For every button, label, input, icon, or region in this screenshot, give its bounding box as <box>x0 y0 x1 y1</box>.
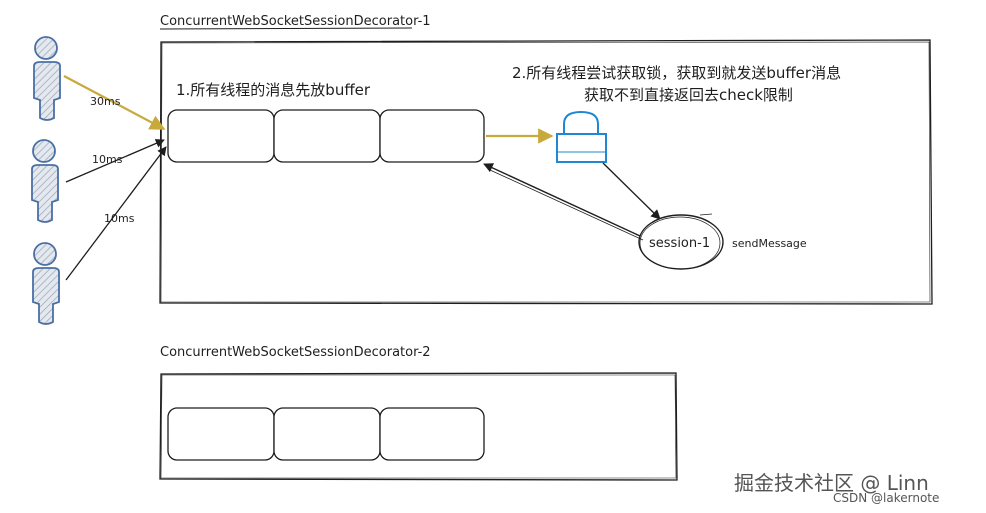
person-icon <box>32 242 60 325</box>
person-icon <box>31 139 59 223</box>
buffer-1-slot-3 <box>379 109 485 163</box>
watermark-primary: 掘金技术社区 @ Linn <box>734 471 929 495</box>
thread-2: 10ms <box>31 139 165 223</box>
arrow-thread-1 <box>63 75 166 130</box>
buffer-2-slot-1 <box>167 407 275 461</box>
lock-icon <box>556 110 607 163</box>
person-icon <box>33 36 61 121</box>
buffer-2-slot-2 <box>273 407 381 461</box>
buffer-1-slot-2 <box>273 109 381 163</box>
session-label: session-1 <box>649 236 710 251</box>
note-step-1: 1.所有线程的消息先放buffer <box>176 81 371 99</box>
container-1-title-underline <box>159 27 413 30</box>
container-1-border <box>159 39 933 305</box>
container-1-title: ConcurrentWebSocketSessionDecorator-1 <box>160 14 431 29</box>
buffer-1-slot-1 <box>167 109 275 163</box>
thread-3: 10ms <box>32 146 167 325</box>
thread-1: 30ms <box>33 36 166 130</box>
buffer-1 <box>167 109 485 163</box>
container-2-border <box>159 372 678 481</box>
watermark-secondary: CSDN @lakernote <box>833 491 939 505</box>
container-decorator-1: ConcurrentWebSocketSessionDecorator-1 1.… <box>159 14 933 305</box>
buffer-2-slot-3 <box>379 407 485 461</box>
container-2-title: ConcurrentWebSocketSessionDecorator-2 <box>160 345 431 360</box>
thread-1-delay: 30ms <box>90 95 121 108</box>
note-step-2-line-1: 2.所有线程尝试获取锁，获取到就发送buffer消息 <box>512 64 841 82</box>
session-action-label: sendMessage <box>732 237 807 250</box>
note-step-2-line-2: 获取不到直接返回去check限制 <box>584 86 793 104</box>
session-node: session-1 <box>638 213 724 270</box>
buffer-2 <box>167 407 485 461</box>
arrow-thread-2 <box>65 139 165 183</box>
thread-3-delay: 10ms <box>104 212 135 225</box>
thread-2-delay: 10ms <box>92 153 123 166</box>
arrow-lock-to-session <box>602 162 661 220</box>
container-decorator-2: ConcurrentWebSocketSessionDecorator-2 <box>159 345 678 481</box>
arrow-thread-3 <box>65 146 167 281</box>
arrow-session-to-buffer <box>483 163 641 237</box>
